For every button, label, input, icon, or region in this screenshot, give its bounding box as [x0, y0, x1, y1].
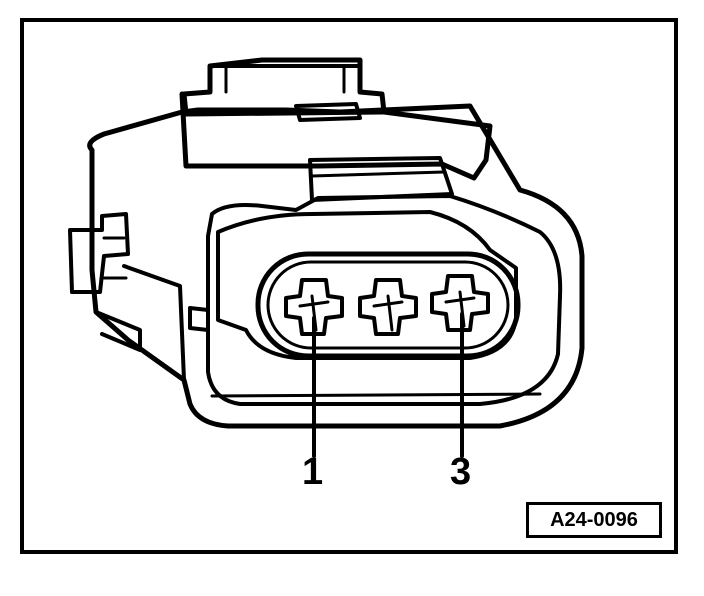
housing-opening	[206, 194, 563, 406]
side-clip	[68, 212, 130, 294]
latch-body	[179, 91, 493, 181]
locking-latch	[181, 57, 387, 117]
pin-face-inner	[266, 260, 510, 350]
pin-face-oval	[255, 251, 521, 359]
side-rail-lower	[122, 264, 186, 382]
inner-rib-edge	[310, 170, 446, 178]
pin-cavity-2	[358, 278, 418, 336]
side-clip-detail	[102, 236, 128, 280]
connector-housing-outline	[87, 103, 585, 429]
figure-reference-box: A24-0096	[526, 502, 662, 538]
latch-window	[294, 102, 362, 122]
inner-rib-top	[308, 156, 454, 202]
side-rail	[94, 310, 142, 352]
pin-label-3: 3	[450, 451, 471, 493]
pin-label-1: 1	[302, 451, 323, 493]
figure-frame	[20, 18, 678, 554]
terminal-carrier	[216, 210, 518, 360]
front-lip	[188, 306, 210, 332]
figure-reference-code: A24-0096	[550, 508, 638, 531]
housing-bottom-edge	[210, 392, 542, 398]
